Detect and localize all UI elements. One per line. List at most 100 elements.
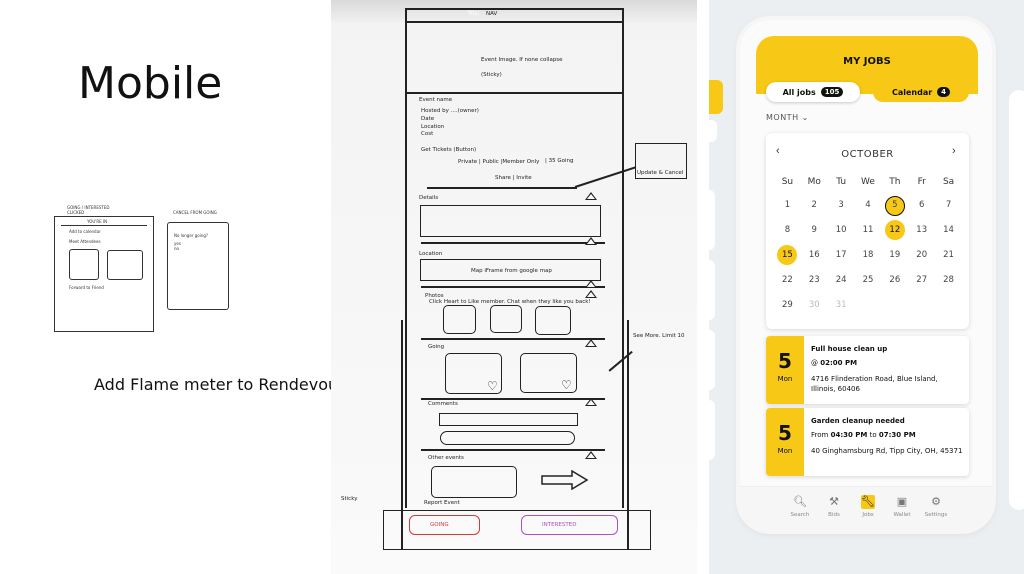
wireframe-location-section: Location [419, 251, 443, 257]
wrench-icon: 🔧︎ [861, 495, 875, 509]
calendar-day-number: 12 [884, 220, 905, 240]
calendar-day[interactable]: 18 [855, 246, 882, 264]
chevron-left-icon[interactable]: ‹ [776, 145, 780, 157]
month-dropdown[interactable]: MONTH ⌄ [766, 113, 809, 122]
job-time-end: 07:30 PM [878, 431, 916, 439]
gear-icon: ⚙ [931, 495, 941, 508]
calendar-day[interactable]: 21 [935, 246, 962, 264]
calendar-day[interactable]: 2 [801, 196, 828, 214]
tab-label: All jobs [782, 87, 816, 97]
wireframe-comment-box[interactable] [439, 413, 578, 426]
calendar-day-number: 8 [784, 225, 791, 235]
calendar-day[interactable]: 28 [935, 271, 962, 289]
tab-search[interactable]: 🔍︎ Search [782, 495, 818, 518]
wireframe-photo[interactable] [443, 305, 476, 334]
collapse-arrow-icon[interactable] [585, 290, 597, 298]
tab-calendar[interactable]: Calendar 4 [873, 82, 969, 102]
ghost-card [709, 120, 717, 142]
page-title: MY JOBS [843, 56, 891, 67]
wireframe-going-card[interactable] [445, 353, 502, 394]
calendar-day[interactable]: 17 [828, 246, 855, 264]
sketch-card-line: no [174, 246, 179, 251]
wireframe-event-name: Event name [419, 97, 453, 103]
wireframe-photo[interactable] [535, 306, 571, 335]
calendar-day-number: 26 [889, 275, 901, 285]
interested-button[interactable]: INTERESTED [521, 515, 618, 535]
tab-settings-label: Settings [924, 512, 948, 518]
collapse-arrow-icon[interactable] [585, 451, 597, 459]
calendar-day[interactable]: 1 [774, 196, 801, 214]
tab-all-jobs[interactable]: All jobs 105 [766, 82, 860, 102]
wireframe-photos: Photos [425, 293, 444, 299]
wireframe-details-box [420, 205, 601, 237]
calendar-day-number: 7 [945, 200, 952, 210]
wireframe-map-box [420, 259, 601, 281]
calendar-day[interactable]: 5 [881, 196, 908, 216]
calendar-day-number: 17 [835, 250, 847, 260]
calendar-day[interactable]: 30 [801, 296, 828, 314]
calendar-day[interactable]: 29 [774, 296, 801, 314]
collapse-arrow-icon[interactable] [585, 280, 597, 288]
calendar-day[interactable]: 15 [774, 245, 801, 265]
tab-settings[interactable]: ⚙ Settings [918, 495, 954, 518]
calendar-day[interactable]: 10 [828, 221, 855, 239]
wireframe-privacy: Private | Public |Member Only [458, 159, 540, 165]
collapse-arrow-icon[interactable] [585, 237, 597, 245]
collapse-arrow-icon[interactable] [585, 192, 597, 200]
chevron-right-icon[interactable]: › [952, 145, 956, 157]
heart-icon[interactable]: ♡ [561, 378, 572, 392]
calendar-day-number: 23 [808, 275, 820, 285]
calendar-day[interactable]: 9 [801, 221, 828, 239]
job-card[interactable]: 5 Mon Garden cleanup needed From 04:30 P… [766, 408, 969, 476]
calendar-day[interactable]: 31 [828, 296, 855, 314]
calendar-day[interactable]: 12 [881, 220, 908, 240]
calendar-day[interactable]: 23 [801, 271, 828, 289]
calendar-day[interactable]: 16 [801, 246, 828, 264]
calendar-day[interactable]: 26 [881, 271, 908, 289]
calendar-day[interactable]: 27 [908, 271, 935, 289]
calendar-day[interactable]: 19 [881, 246, 908, 264]
calendar-day[interactable]: 11 [855, 221, 882, 239]
collapse-arrow-icon[interactable] [585, 398, 597, 406]
calendar-weekday: Tu [836, 177, 847, 187]
calendar-day[interactable]: 13 [908, 221, 935, 239]
job-time-mid: to [867, 431, 879, 439]
tab-bids[interactable]: ⚒ Bids [816, 495, 852, 518]
heart-icon[interactable]: ♡ [487, 379, 498, 393]
wireframe-photo[interactable] [490, 305, 522, 333]
calendar-day[interactable]: 14 [935, 221, 962, 239]
collapse-arrow-icon[interactable] [585, 339, 597, 347]
calendar-day[interactable]: 4 [855, 196, 882, 214]
job-weekday: Mon [777, 447, 793, 455]
calendar-day[interactable]: 25 [855, 271, 882, 289]
calendar-day-number: 16 [808, 250, 820, 260]
wireframe-photos-hint: Click Heart to Like member. Chat when th… [429, 299, 591, 305]
calendar-day[interactable]: 7 [935, 196, 962, 214]
ghost-card [709, 80, 723, 114]
wireframe-sticky-tag: (Sticky) [481, 72, 502, 78]
tab-jobs[interactable]: 🔧︎ Jobs [850, 495, 886, 518]
tab-search-label: Search [790, 512, 810, 518]
job-card[interactable]: 5 Mon Full house clean up @ 02:00 PM 471… [766, 336, 969, 404]
calendar-day[interactable]: 3 [828, 196, 855, 214]
arrow-right-icon[interactable] [540, 470, 590, 490]
wireframe-comment-input[interactable] [440, 431, 575, 445]
sketch-card-line: Forward to Friend [69, 285, 104, 290]
calendar-day[interactable]: 24 [828, 271, 855, 289]
calendar-day-number: 27 [916, 275, 928, 285]
wireframe-panel: You NAV Event Image. If none collapse (S… [331, 0, 697, 574]
bottom-tab-bar: 🔍︎ Search ⚒ Bids 🔧︎ Jobs ▣ Wallet ⚙ Sett… [740, 486, 992, 530]
wireframe-other-event-card[interactable] [431, 466, 517, 498]
calendar-day-number: 18 [862, 250, 874, 260]
calendar-day-number: 31 [835, 300, 847, 310]
calendar-day[interactable]: 22 [774, 271, 801, 289]
calendar-day[interactable]: 20 [908, 246, 935, 264]
sketch-card-left: YOU'RE IN Add to calendar Meet Attendees… [54, 216, 154, 332]
calendar-day[interactable]: 8 [774, 221, 801, 239]
tab-wallet[interactable]: ▣ Wallet [884, 495, 920, 518]
wireframe-going-card[interactable] [520, 353, 577, 393]
going-button[interactable]: GOING [409, 515, 480, 535]
wireframe-map: Map iFrame from google map [471, 268, 552, 274]
calendar-day[interactable]: 6 [908, 196, 935, 214]
